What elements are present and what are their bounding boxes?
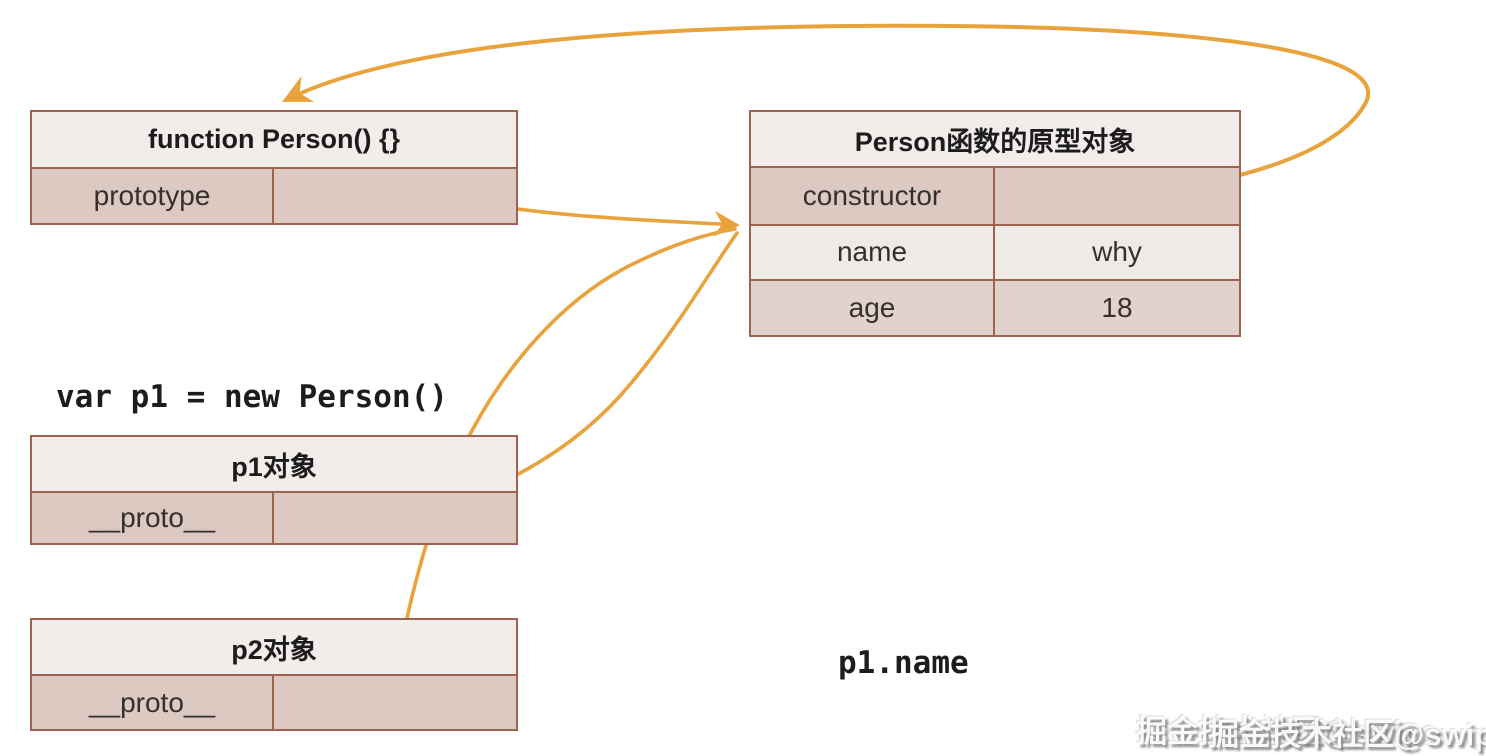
p1-table-title: p1对象 <box>32 437 516 493</box>
constructor-value-cell <box>995 168 1239 224</box>
p2-proto-value-cell <box>274 676 516 729</box>
code-line: var p1 = new Person() <box>56 379 448 415</box>
person-prototype-object-table: Person函数的原型对象 constructor name why age 1… <box>749 110 1241 337</box>
age-key-cell: age <box>751 281 995 335</box>
table-row: name why <box>751 223 1239 280</box>
table-row: age 18 <box>751 279 1239 335</box>
table-row: __proto__ <box>32 676 516 729</box>
code-line: p1.name <box>838 645 969 681</box>
function-person-table-title: function Person() {} <box>32 112 516 169</box>
p1-proto-key-cell: __proto__ <box>32 493 274 543</box>
p2-table-title: p2对象 <box>32 620 516 676</box>
code-snippet-property-access: p1.name p1.age <box>838 556 969 756</box>
p1-object-table: p1对象 __proto__ <box>30 435 518 545</box>
prototype-value-cell <box>274 169 516 223</box>
prototype-object-table-title: Person函数的原型对象 <box>751 112 1239 168</box>
p2-object-table: p2对象 __proto__ <box>30 618 518 731</box>
p1-proto-value-cell <box>274 493 516 543</box>
table-row: __proto__ <box>32 493 516 543</box>
prototype-key-cell: prototype <box>32 169 274 223</box>
watermark-front: 掘金技术社区@swipe <box>1208 717 1486 752</box>
watermark-back: 掘金技术社区@swipe <box>1136 714 1439 749</box>
constructor-key-cell: constructor <box>751 168 995 224</box>
age-value-cell: 18 <box>995 281 1239 335</box>
p2-proto-key-cell: __proto__ <box>32 676 274 729</box>
table-row: prototype <box>32 169 516 223</box>
name-key-cell: name <box>751 225 995 280</box>
name-value-cell: why <box>995 225 1239 280</box>
table-row: constructor <box>751 168 1239 224</box>
function-person-table: function Person() {} prototype <box>30 110 518 225</box>
